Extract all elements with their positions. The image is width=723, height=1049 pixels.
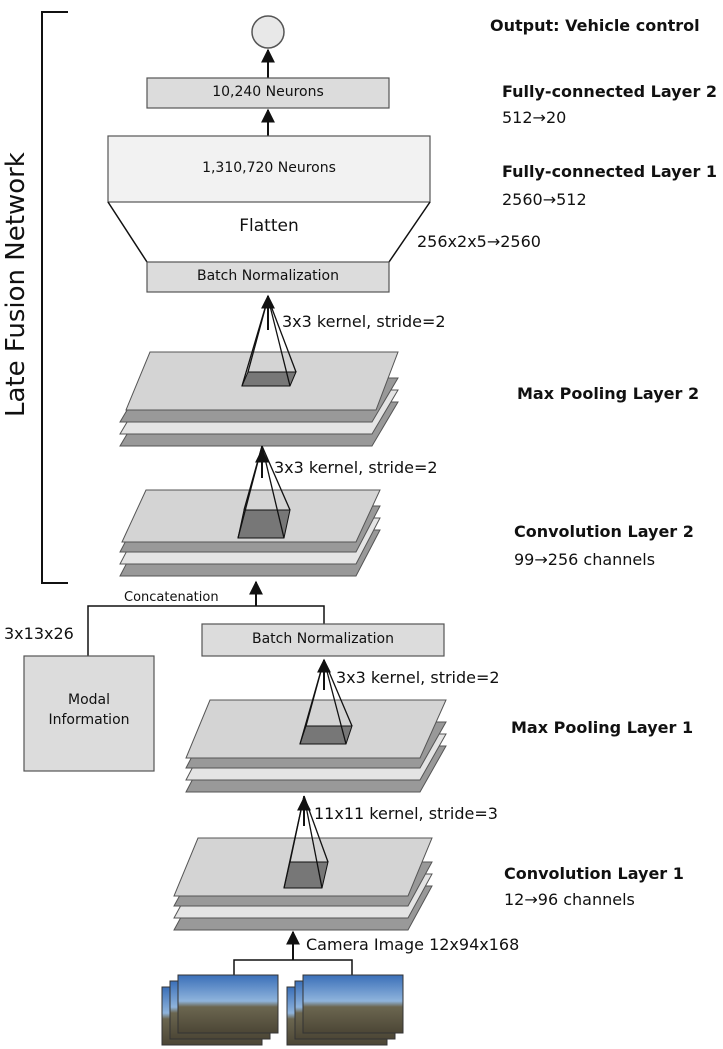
conv1-dims: 12→96 channels <box>504 890 635 909</box>
pool2-kernel-label: 3x3 kernel, stride=2 <box>282 312 446 331</box>
late-fusion-bracket <box>41 11 68 584</box>
conv2-kernel <box>237 445 291 539</box>
pool2-title: Max Pooling Layer 2 <box>517 384 700 403</box>
flatten-dims: 256x2x5→2560 <box>417 232 541 251</box>
pool1-kernel <box>299 658 353 745</box>
camera-image-stack-right <box>286 974 404 1046</box>
bn-mid-label: Batch Normalization <box>252 631 394 647</box>
concat-connector <box>87 605 325 656</box>
camera-image-stack-left <box>161 974 279 1046</box>
fc2-box <box>146 77 390 109</box>
input-label: Camera Image 12x94x168 <box>306 935 520 954</box>
flatten-trapezoid <box>107 201 431 263</box>
modal-line1: Modal <box>68 692 110 708</box>
conv2-kernel-label: 3x3 kernel, stride=2 <box>274 458 438 477</box>
fc1-title: Fully-connected Layer 1 <box>502 162 718 181</box>
pool2-stack <box>119 351 399 447</box>
conv1-kernel <box>283 795 329 889</box>
pool1-kernel-label: 3x3 kernel, stride=2 <box>336 668 500 687</box>
modal-dims: 3x13x26 <box>4 624 74 643</box>
pool1-title: Max Pooling Layer 1 <box>511 718 694 737</box>
bn-mid-box <box>201 623 445 657</box>
conv2-title: Convolution Layer 2 <box>514 522 694 541</box>
input-connector <box>233 959 353 975</box>
conv1-kernel-label: 11x11 kernel, stride=3 <box>314 804 498 823</box>
bn-top-label: Batch Normalization <box>197 268 339 284</box>
fc1-box-label: 1,310,720 Neurons <box>202 160 336 176</box>
modal-info-box <box>23 655 155 772</box>
late-fusion-label: Late Fusion Network <box>1 152 31 417</box>
fc1-dims: 2560→512 <box>502 190 587 209</box>
pool2-kernel <box>241 294 297 387</box>
output-label: Output: Vehicle control <box>490 16 700 35</box>
fc2-title: Fully-connected Layer 2 <box>502 82 718 101</box>
conv1-title: Convolution Layer 1 <box>504 864 684 883</box>
concat-label: Concatenation <box>124 590 219 605</box>
bn-top-box <box>146 261 390 293</box>
modal-line2: Information <box>48 712 130 728</box>
pool1-stack <box>185 699 447 793</box>
output-node <box>251 15 285 49</box>
fc2-dims: 512→20 <box>502 108 567 127</box>
conv2-dims: 99→256 channels <box>514 550 656 569</box>
fc2-box-label: 10,240 Neurons <box>212 84 324 100</box>
fc1-box <box>107 135 431 203</box>
flatten-label: Flatten <box>239 216 299 236</box>
